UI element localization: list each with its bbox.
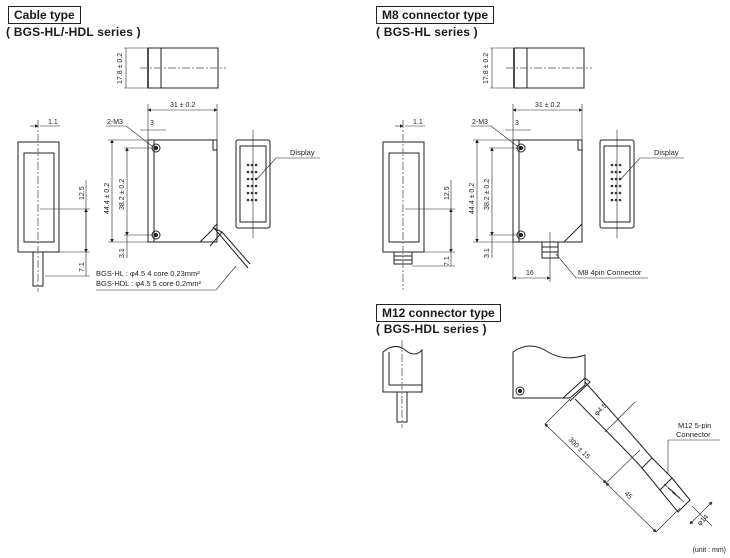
m8-dim-16: 16 (526, 270, 534, 277)
cable-dim-1-1: 1.1 (48, 119, 58, 126)
m8-connector-label: M8 4pin Connector (578, 268, 642, 277)
cable-spec-hdl: BGS-HDL : φ4.5 5 core 0.2mm² (96, 279, 202, 288)
m8-type-series: ( BGS-HL series ) (376, 25, 478, 39)
m12-type-series: ( BGS-HDL series ) (376, 322, 487, 336)
m8-dim-mount: 2-M3 (472, 119, 488, 126)
m12-type-title: M12 connector type (376, 304, 501, 322)
m12-dim-conn-len: 45 (623, 490, 634, 501)
m8-dim-3-1: 3.1 (484, 248, 491, 258)
m8-dim-3: 3 (515, 120, 519, 127)
cable-dim-hole-pitch: 38.2 ± 0.2 (119, 179, 126, 210)
m8-side-view (382, 120, 455, 290)
m8-top-view (490, 47, 592, 89)
cable-dim-12-5: 12.5 (79, 186, 86, 200)
m12-connector-label-2: Connector (676, 430, 711, 439)
cable-display-label: Display (290, 148, 315, 157)
m12-side-view (382, 340, 423, 428)
cable-display-view (235, 130, 320, 238)
cable-dim-height-top: 17.8 ± 0.2 (117, 53, 124, 84)
cable-front-view (106, 104, 251, 269)
cable-type-title: Cable type (8, 6, 81, 24)
cable-dim-7-1: 7.1 (79, 262, 86, 272)
m8-dim-height-top: 17.8 ± 0.2 (483, 53, 490, 84)
cable-type-series: ( BGS-HL/-HDL series ) (6, 25, 141, 39)
m8-dim-width: 31 ± 0.2 (535, 102, 560, 109)
m8-dim-1-1: 1.1 (413, 119, 423, 126)
unit-label: (unit : mm) (692, 547, 726, 554)
m12-connector-label-1: M12 5-pin (678, 421, 711, 430)
m8-display-label: Display (654, 148, 679, 157)
cable-side-view (17, 120, 90, 292)
cable-spec-hl: BGS-HL : φ4.5 4 core 0.23mm² (96, 269, 200, 278)
m12-cable-view (512, 345, 720, 533)
cable-dim-height-total: 44.4 ± 0.2 (104, 183, 111, 214)
cable-dim-width: 31 ± 0.2 (170, 102, 195, 109)
cable-dim-3: 3 (150, 120, 154, 127)
m8-dim-12-5: 12.5 (444, 186, 451, 200)
m8-display-view (599, 130, 684, 238)
m8-type-title: M8 connector type (376, 6, 495, 24)
cable-dim-mount: 2-M3 (107, 119, 123, 126)
cable-top-view (124, 47, 226, 89)
m8-dim-hole-pitch: 38.2 ± 0.2 (484, 179, 491, 210)
m12-dim-cable-dia: φ4.5 (593, 402, 608, 417)
m8-dim-7-1: 7.1 (444, 256, 451, 266)
m8-front-view (471, 104, 648, 282)
m8-dim-height-total: 44.4 ± 0.2 (469, 183, 476, 214)
cable-dim-3-1: 3.1 (119, 248, 126, 258)
